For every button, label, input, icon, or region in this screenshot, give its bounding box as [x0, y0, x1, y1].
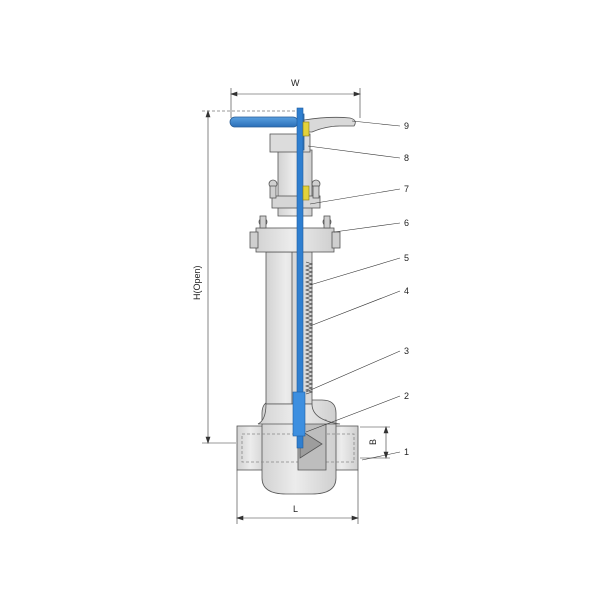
dimension-w: [230, 88, 361, 118]
callout-8: 8: [404, 153, 409, 163]
bellows-coil: [305, 261, 313, 395]
stem: [292, 107, 306, 449]
dimension-h: [202, 110, 296, 444]
callout-1: 1: [404, 447, 409, 457]
bore-label: B: [368, 439, 378, 445]
callout-5: 5: [404, 253, 409, 263]
callout-2: 2: [404, 391, 409, 401]
packing: [302, 121, 310, 201]
width-label: W: [291, 78, 300, 88]
callout-leaders: [305, 120, 401, 461]
length-label: L: [293, 504, 298, 514]
callout-4: 4: [404, 286, 409, 296]
callout-6: 6: [404, 218, 409, 228]
height-label: H(Open): [192, 265, 202, 300]
dimension-l: [236, 470, 359, 524]
callout-7: 7: [404, 184, 409, 194]
bellows: [305, 261, 313, 395]
bonnet-flange: [249, 215, 341, 253]
callout-3: 3: [404, 346, 409, 356]
callout-9: 9: [404, 121, 409, 131]
